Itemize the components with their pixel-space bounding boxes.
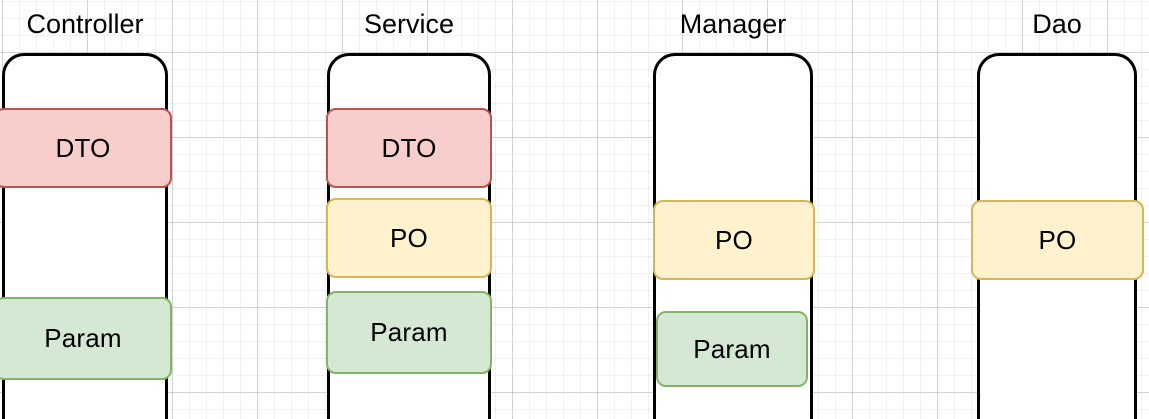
data-object-manager-po[interactable]: PO	[653, 200, 815, 280]
layer-title-manager: Manager	[679, 9, 787, 39]
data-object-service-param[interactable]: Param	[326, 291, 492, 374]
data-object-controller-dto[interactable]: DTO	[0, 108, 172, 188]
data-object-service-po[interactable]: PO	[326, 198, 492, 278]
data-object-dao-po[interactable]: PO	[971, 200, 1144, 280]
layer-title-service: Service	[363, 9, 455, 39]
layer-title-dao: Dao	[1032, 9, 1082, 39]
data-object-service-dto[interactable]: DTO	[326, 108, 492, 188]
data-object-manager-param[interactable]: Param	[656, 311, 808, 387]
data-object-controller-param[interactable]: Param	[0, 297, 172, 380]
layer-title-controller: Controller	[26, 9, 144, 39]
